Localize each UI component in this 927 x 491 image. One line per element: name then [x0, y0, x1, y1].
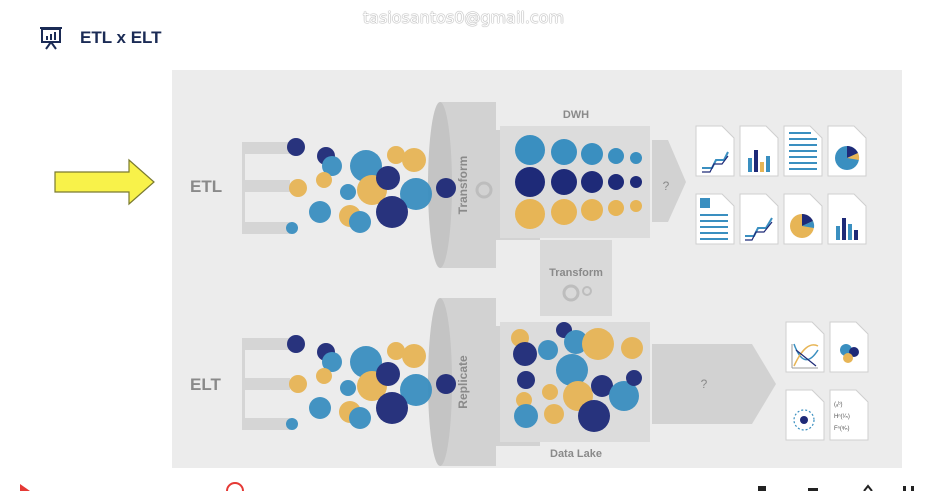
- email-watermark: tasiosantos0@gmail.com: [362, 8, 565, 27]
- elt-source-pipes: [242, 338, 290, 430]
- etl-source-bubbles: [286, 138, 456, 234]
- elt-report-icons: (ₐᵇ) Hⁿ(¹⁄ₙ) Fⁿ(ᵃ⁄ₙ): [785, 321, 869, 441]
- dwh-label: DWH: [563, 109, 589, 121]
- bar-chart-blue-icon: [827, 193, 867, 245]
- formula-line-3: Fⁿ(ᵃ⁄ₙ): [834, 425, 849, 432]
- text-document-icon: [783, 125, 823, 177]
- middle-transform-box: [540, 240, 612, 316]
- curve-chart-icon: [785, 321, 825, 373]
- player-controls-bar: [20, 482, 914, 491]
- yellow-arrow-icon: [54, 158, 155, 206]
- record-icon: [226, 482, 244, 491]
- transform-vertical-label: Transform: [456, 156, 470, 215]
- fullscreen-icon: [903, 486, 906, 491]
- bar-chart-icon: [739, 125, 779, 177]
- line-chart-icon: [695, 125, 735, 177]
- formula-line-2: Hⁿ(¹⁄ₙ): [834, 413, 850, 420]
- volume-icon: [863, 484, 873, 491]
- elt-source-bubbles: [286, 335, 456, 430]
- middle-transform-label: Transform: [549, 267, 603, 279]
- network-graph-icon: [785, 389, 825, 441]
- etl-report-icons: [695, 125, 867, 245]
- etl-question-mark: ?: [663, 179, 670, 193]
- etl-source-pipes: [242, 142, 290, 234]
- formula-line-1: (ₐᵇ): [834, 401, 843, 408]
- gear-icon: [562, 284, 580, 302]
- pie-chart-icon: [827, 125, 867, 177]
- elt-label: ELT: [190, 375, 221, 394]
- data-lake-label: Data Lake: [550, 448, 602, 460]
- etl-elt-diagram: ETL ELT Transform Replicate DWH ? Transf…: [172, 70, 902, 468]
- step-chart-icon: [739, 193, 779, 245]
- cluster-chart-icon: [829, 321, 869, 373]
- document-image-icon: [695, 193, 735, 245]
- dwh-sorted-bubbles: [515, 135, 642, 229]
- slide-title: ETL x ELT: [80, 28, 162, 47]
- elt-question-mark: ?: [701, 377, 708, 391]
- replicate-vertical-label: Replicate: [456, 355, 470, 409]
- formula-icon: (ₐᵇ) Hⁿ(¹⁄ₙ) Fⁿ(ᵃ⁄ₙ): [829, 389, 869, 441]
- pie-chart-gold-icon: [783, 193, 823, 245]
- presentation-icon: [40, 27, 62, 50]
- etl-label: ETL: [190, 177, 222, 196]
- data-lake-bubbles: [511, 322, 643, 432]
- captions-icon: [808, 488, 818, 491]
- settings-icon: [758, 486, 766, 491]
- play-icon: [20, 484, 30, 491]
